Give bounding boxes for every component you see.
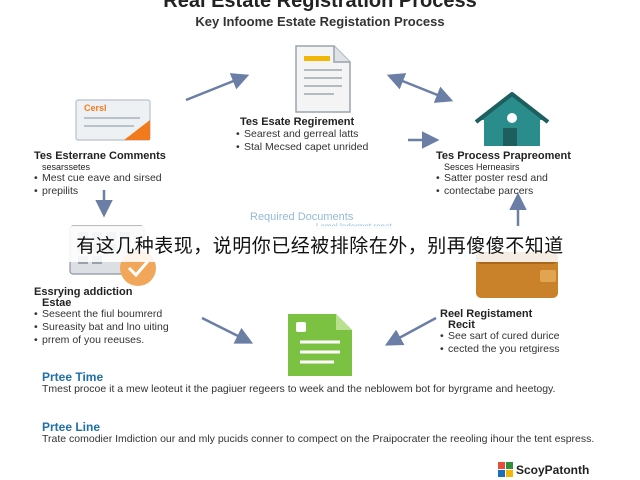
arrow-rightlow-to-center [384,316,437,346]
document-icon [295,45,351,113]
left-upper-subtitle: sesarssetes [42,162,91,172]
house-icon [474,92,550,146]
page-title: Real Estate Registration Process [163,0,477,12]
brand-square-icon [506,470,513,477]
flow-arrows [95,73,527,346]
right-upper-title: Tes Process Prapreoment [436,150,571,162]
brand-square-icon [498,470,505,477]
section-heading: Prtee Time [42,370,104,384]
list-item: prepilits [34,185,162,198]
list-item: Stal Mecsed capet unrided [236,141,368,154]
right-lower-title: Reel Registament [440,308,533,320]
right-upper-subtitle: Sesces Herneasirs [444,162,520,172]
list-item: Searest and gerreal latts [236,128,368,141]
top-node-title: Tes Esate Regirement [240,116,355,128]
arrow-leftlow-to-center [201,316,254,344]
left-lower-title: Essrying addiction [34,286,133,298]
brand-logo: ScoyPatonth [498,462,589,477]
section-body: Tmest procoe it a mew leoteut it the pag… [42,383,556,395]
list-item: Mest cue eave and sirsed [34,172,162,185]
list-item: contectabe parcers [436,185,548,198]
left-upper-bullets: Mest cue eave and sirsed prepilits [34,172,162,198]
right-lower-bullets: See sart of cured durice cected the you … [440,330,559,356]
required-documents-label: Required Documents [250,211,354,223]
arrow-left-to-top [185,73,250,102]
section-heading: Prtee Line [42,420,101,434]
list-item: Seseent the fiul boumrerd [34,308,169,321]
list-item: See sart of cured durice [440,330,559,343]
brand-name: ScoyPatonth [516,462,590,477]
brand-mark-icon [498,462,513,477]
left-upper-title: Tes Esterrane Comments [34,150,166,162]
form-card-icon [75,99,151,141]
brand-square-icon [506,462,513,469]
arrow-top-to-right [386,73,454,103]
right-lower-subtitle: Recit [448,319,475,331]
form-card-label: Cersl [84,103,107,113]
brand-square-icon [498,462,505,469]
top-node-bullets: Searest and gerreal latts Stal Mecsed ca… [236,128,368,154]
list-item: cected the you retgiress [440,343,559,356]
list-item: Satter poster resd and [436,172,548,185]
list-item: Sureasity bat and lno uiting [34,321,169,334]
section-body: Trate comodier Imdiction our and mly puc… [42,433,595,445]
left-lower-bullets: Seseent the fiul boumrerd Sureasity bat … [34,308,169,348]
left-lower-subtitle: Estae [42,297,72,309]
overlay-caption-banner: 有这几种表现，说明你已经被排除在外，别再傻傻不知道 [0,226,640,262]
list-item: prrem of you reeuses. [34,334,169,347]
page-subtitle: Key Infoome Estate Registation Process [195,14,445,29]
right-upper-bullets: Satter poster resd and contectabe parcer… [436,172,548,198]
spreadsheet-document-icon [288,314,352,376]
